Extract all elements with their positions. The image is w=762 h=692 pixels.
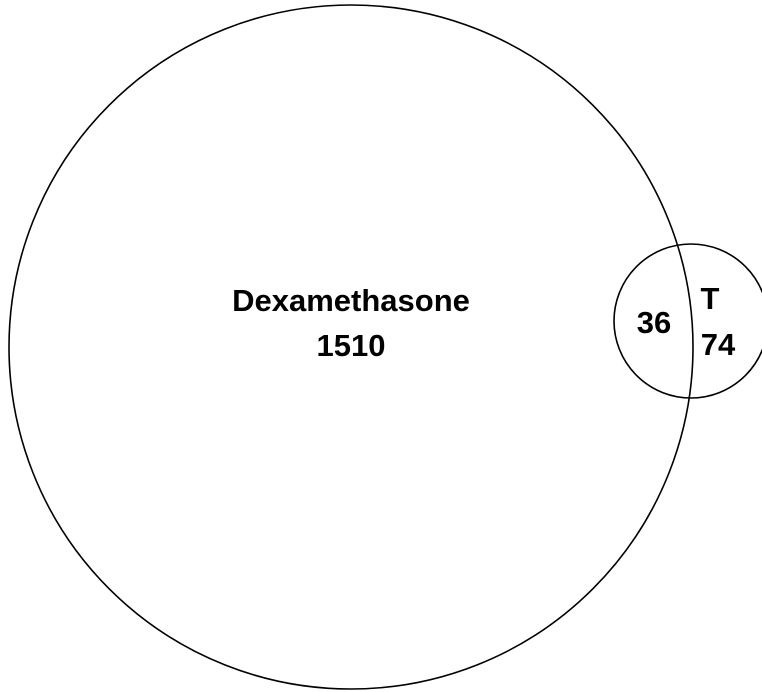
intersection-count: 36 <box>637 305 671 340</box>
dexamethasone-circle <box>8 4 694 690</box>
t-circle <box>613 243 762 399</box>
t-set-name: T <box>701 281 720 316</box>
dexamethasone-only-count: 1510 <box>317 328 386 363</box>
t-only-count: 74 <box>701 327 736 362</box>
dexamethasone-set-name: Dexamethasone <box>232 283 470 318</box>
